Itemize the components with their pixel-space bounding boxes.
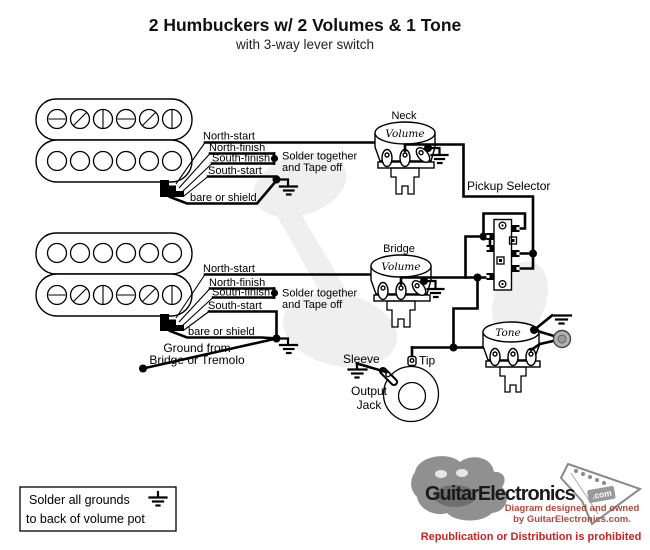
logo-owned-line-2: by GuitarElectronics.com. [513, 514, 631, 525]
jack-label-1: Output [351, 384, 388, 398]
ground-symbol-jack [347, 362, 368, 379]
neck-bare-label: bare or shield [190, 192, 257, 204]
bridge-screw-coil [46, 284, 183, 306]
tremolo-ground-label-1: Ground from [163, 341, 230, 355]
page-subtitle: with 3-way lever switch [235, 37, 374, 52]
pickup-selector-label: Pickup Selector [467, 179, 550, 193]
ground-note-box: Solder all grounds to back of volume pot [19, 486, 177, 532]
bridge-south-finish-label: South-finish [212, 287, 270, 299]
selector-open-lugs [496, 236, 518, 265]
jack-tip-lug [407, 355, 417, 367]
logo-tld-flag: .com [587, 485, 616, 503]
jack-sleeve-label: Sleeve [343, 352, 380, 366]
selector-left-lugs [486, 233, 495, 280]
logo-tld-text: .com [591, 488, 613, 501]
logo-prohibited-text: Republication or Distribution is prohibi… [421, 531, 642, 543]
logo-owned-line-1: Diagram designed and owned [505, 503, 640, 514]
neck-screw-coil [46, 108, 183, 130]
bridge-north-finish-label: North-finish [209, 277, 265, 289]
ground-symbol-tone [550, 314, 573, 325]
bridge-north-start-label: North-start [203, 263, 255, 275]
neck-pot-shaft [390, 167, 420, 195]
bridge-slug-coil [46, 242, 183, 264]
bridge-bare-label: bare or shield [188, 326, 255, 338]
neck-south-finish-label: South-finish [212, 153, 270, 165]
bridge-pot-shaft [386, 300, 416, 328]
bridge-solder-note-2: and Tape off [282, 299, 343, 311]
neck-solder-note-2: and Tape off [282, 162, 343, 174]
tone-capacitor [529, 328, 572, 352]
jack-label-2: Jack [357, 398, 383, 412]
bridge-humbucker [35, 232, 214, 331]
tone-pot: Tone [482, 313, 573, 393]
neck-pot-name: Neck [391, 110, 417, 122]
neck-solder-note-1: Solder together [282, 151, 358, 163]
neck-pot-face: Volume [385, 128, 424, 140]
tone-pot-face: Tone [495, 327, 521, 339]
neck-north-finish-label: North-finish [209, 142, 265, 154]
bridge-south-start-label: South-start [208, 300, 262, 312]
logo-brand-text: GuitarElectronics [425, 483, 576, 505]
output-jack: Sleeve Tip Output Jack [343, 352, 440, 423]
bridge-pot-name: Bridge [383, 243, 415, 255]
ground-symbol-note [148, 490, 168, 507]
ground-note-line-1: Solder all grounds [29, 493, 130, 507]
guitarelectronics-logo: GuitarElectronics .com Diagram designed … [411, 456, 643, 543]
tremolo-ground-label-2: Bridge or Tremolo [149, 353, 245, 367]
bridge-cable-block [160, 314, 184, 331]
neck-cable-block [160, 180, 184, 197]
ground-symbol-bridge-pot [422, 279, 445, 299]
ground-note-line-2: to back of volume pot [26, 512, 145, 526]
neck-south-start-label: South-start [208, 165, 262, 177]
bridge-solder-note-1: Solder together [282, 288, 358, 300]
selector-wiring [399, 212, 537, 349]
neck-volume-pot: Neck Volume [374, 110, 449, 195]
tone-pot-shaft [499, 366, 527, 393]
page-title: 2 Humbuckers w/ 2 Volumes & 1 Tone [149, 15, 462, 35]
pickup-selector-switch [486, 218, 520, 291]
ground-symbol-neck-pickup [275, 178, 299, 196]
ground-symbol-neck-pot [426, 146, 449, 165]
neck-humbucker [35, 98, 213, 197]
selector-right-lugs [511, 225, 520, 272]
neck-volume-to-selector-wire [403, 143, 535, 255]
ground-symbol-bridge-pickup [275, 337, 299, 355]
tremolo-ground-wire [141, 336, 279, 371]
watermark-guitar [253, 152, 549, 368]
neck-slug-coil [46, 150, 183, 172]
bridge-pot-face: Volume [381, 261, 420, 273]
jack-tip-label: Tip [419, 354, 436, 368]
neck-north-start-label: North-start [203, 131, 255, 143]
